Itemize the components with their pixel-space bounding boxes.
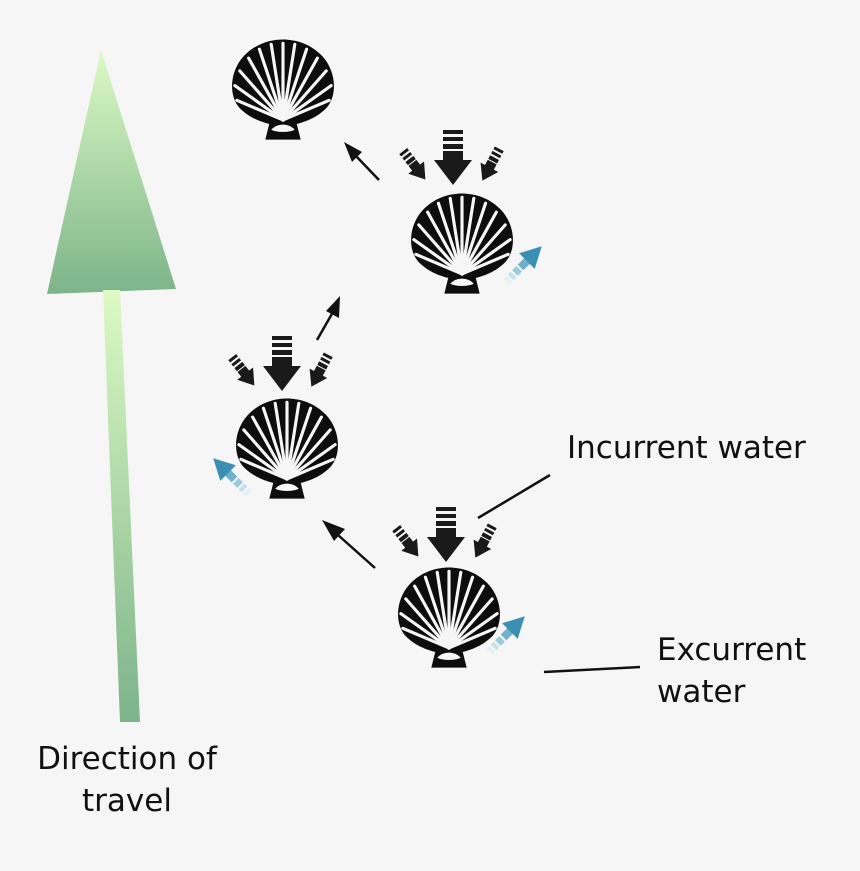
scallop-shell-icon xyxy=(234,396,340,501)
path-arrow-2 xyxy=(315,296,340,341)
incurrent-arrow-icon xyxy=(224,336,338,392)
direction-arrow-icon xyxy=(47,50,176,722)
scallop-shell-icon xyxy=(396,565,502,670)
travel-label-line2: travel xyxy=(82,783,172,819)
path-arrow-3 xyxy=(344,142,380,181)
excurrent-label-line2: water xyxy=(657,674,746,710)
excurrent-leader-line xyxy=(543,665,641,674)
direction-of-travel-label: Direction of travel xyxy=(27,738,227,822)
excurrent-water-label: Excurrent water xyxy=(657,629,806,713)
leader-lines xyxy=(477,473,641,674)
scallop-shell-icon xyxy=(230,37,336,142)
travel-label-line1: Direction of xyxy=(37,741,217,777)
excurrent-label-line1: Excurrent xyxy=(657,632,807,668)
incurrent-leader-line xyxy=(477,473,551,520)
incurrent-label-text: Incurrent water xyxy=(567,430,806,466)
path-arrows xyxy=(315,142,380,569)
incurrent-water-label: Incurrent water xyxy=(567,427,806,469)
scallop-shell-icon xyxy=(409,191,515,296)
path-arrow-1 xyxy=(322,520,376,569)
incurrent-arrow-icon xyxy=(395,130,509,186)
